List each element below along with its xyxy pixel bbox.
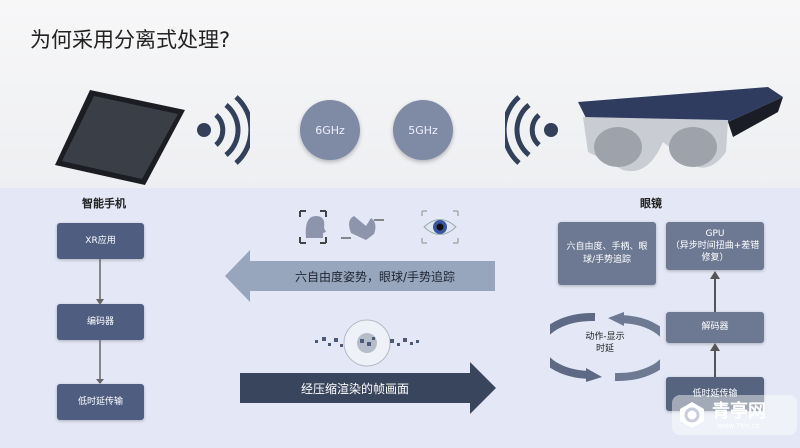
compressed-frame-icon bbox=[315, 319, 419, 367]
tracking-icons bbox=[299, 210, 459, 244]
smartphone-label: 智能手机 bbox=[82, 197, 126, 210]
encoder-box: 编码器 bbox=[57, 304, 144, 340]
wifi-signal-icon bbox=[505, 95, 558, 165]
phone-flow-arrows bbox=[96, 259, 104, 384]
downlink-arrow bbox=[240, 362, 496, 414]
glasses-flow-arrows bbox=[710, 271, 720, 377]
6ghz-band-badge: 6GHz bbox=[300, 100, 360, 160]
page-title: 为何采用分离式处理? bbox=[30, 28, 231, 52]
uplink-arrow bbox=[225, 250, 495, 302]
watermark-name: 青亭网 bbox=[712, 401, 766, 422]
uplink-label: 六自由度姿势，眼球/手势追踪 bbox=[294, 269, 456, 284]
cycle-arrows-icon bbox=[550, 312, 660, 382]
downlink-label: 经压缩渲染的帧画面 bbox=[300, 381, 409, 396]
tracking-box: 六自由度、手柄、眼球/手势追踪 bbox=[558, 222, 656, 285]
5ghz-band-badge: 5GHz bbox=[393, 100, 453, 160]
smartphone-image bbox=[55, 90, 185, 185]
glasses-transport-box: 低时延传输 bbox=[666, 377, 764, 411]
hand-tracking-icon bbox=[341, 216, 384, 240]
glasses-label: 眼镜 bbox=[640, 197, 662, 210]
latency-label: 动作-显示 时延 bbox=[585, 332, 625, 354]
ar-glasses-image bbox=[578, 87, 783, 172]
low-latency-transport-box: 低时延传输 bbox=[57, 384, 144, 420]
decoder-box: 解码器 bbox=[666, 312, 764, 343]
wifi-signal-icon bbox=[197, 95, 250, 165]
head-tracking-icon bbox=[299, 210, 327, 244]
eye-tracking-icon bbox=[421, 210, 459, 244]
watermark-url: www.7tin.cn bbox=[717, 422, 760, 430]
xr-app-box: XR应用 bbox=[57, 223, 144, 259]
watermark-logo-icon bbox=[680, 402, 704, 428]
watermark: 青亭网 www.7tin.cn bbox=[672, 395, 797, 435]
gpu-box: GPU （异步时间扭曲+差错修复） bbox=[666, 222, 764, 270]
